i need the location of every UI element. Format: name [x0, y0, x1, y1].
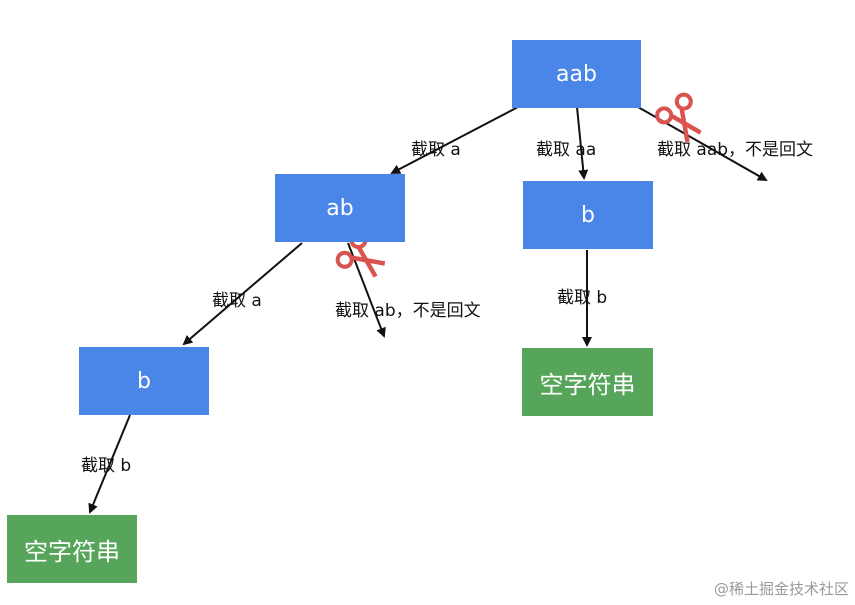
node-ab: ab — [275, 174, 405, 242]
edge-label-aab-b: 截取 aa — [536, 140, 597, 160]
edge-b-left-empty — [88, 414, 131, 514]
edge-label-b-left-empty: 截取 b — [81, 456, 132, 476]
edge-label-ab-cut: 截取 ab，不是回文 — [335, 301, 481, 321]
edge-aab-b — [576, 106, 589, 180]
edge-label-ab-b: 截取 a — [212, 291, 262, 311]
edge-label-aab-ab: 截取 a — [411, 140, 461, 160]
edge-aab-ab — [390, 106, 519, 174]
edge-label-b-right-empty: 截取 b — [557, 288, 608, 308]
node-empty-left: 空字符串 — [7, 515, 137, 583]
edge-ab-b — [182, 242, 303, 346]
node-b-right: b — [523, 181, 653, 249]
scissors-icon — [655, 92, 702, 143]
node-empty-right: 空字符串 — [522, 348, 653, 416]
node-aab: aab — [512, 40, 641, 108]
edge-label-aab-cut: 截取 aab，不是回文 — [657, 140, 814, 160]
node-b-left: b — [79, 347, 209, 415]
watermark: @稀土掘金技术社区 — [713, 580, 849, 598]
